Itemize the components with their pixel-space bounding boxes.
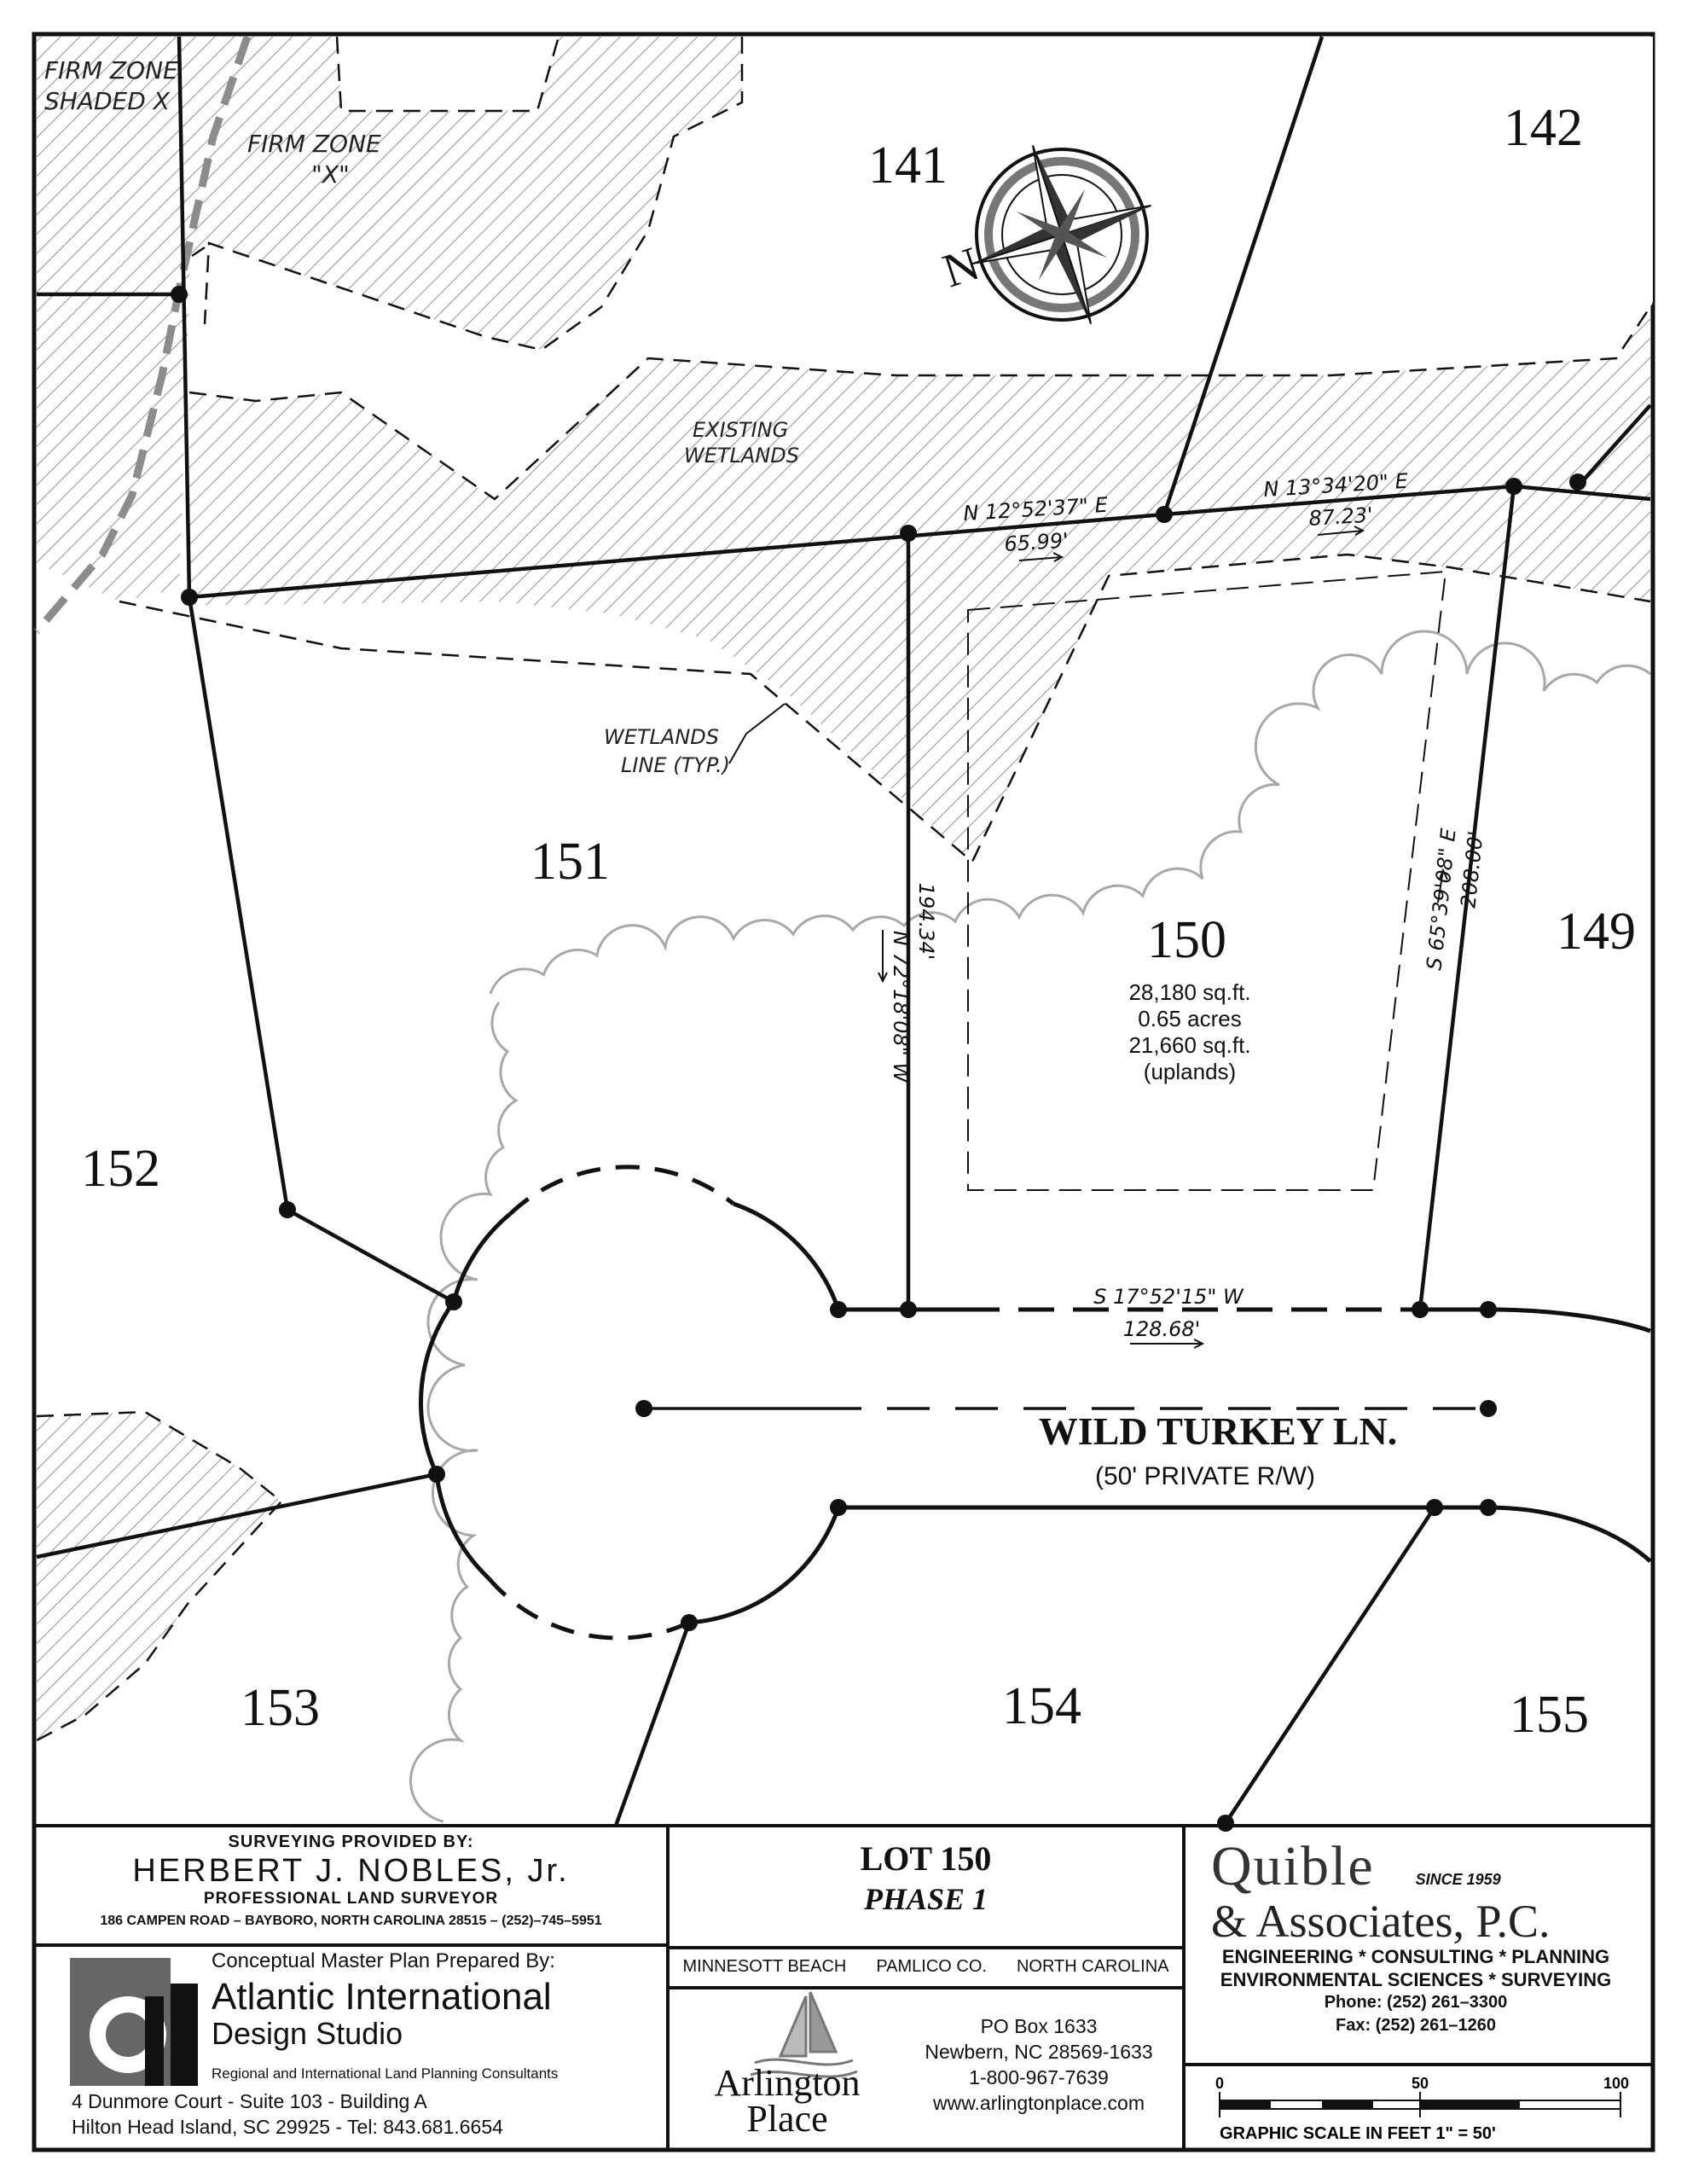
firm-zone-line [33, 35, 252, 634]
lot-155-label: 155 [1510, 1686, 1589, 1744]
existing-wetlands-line1: EXISTING [693, 418, 788, 442]
scale-tick-50: 50 [1412, 2075, 1429, 2092]
surveyor-title: PROFESSIONAL LAND SURVEYOR [203, 1890, 499, 1908]
wetland-boundaries [36, 36, 1655, 1742]
building-envelope [967, 570, 1447, 1191]
lot-149-label: 149 [1557, 903, 1636, 961]
title-block [34, 1824, 1653, 2150]
aids-tagline: Regional and International Land Planning… [212, 2065, 559, 2082]
corner-pins [171, 286, 1586, 1832]
aids-logo [70, 1958, 198, 2086]
wetlands-line-label2: LINE (TYP.) [621, 753, 730, 777]
arlington-sailboat-icon [750, 1991, 858, 2078]
aids-name-line2: Design Studio [212, 2016, 403, 2051]
location-state: NORTH CAROLINA [1016, 1957, 1169, 1976]
phase-title: PHASE 1 [863, 1882, 988, 1916]
scale-tick-0: 0 [1215, 2075, 1224, 2092]
lot150-uplands-label: (uplands) [1144, 1059, 1236, 1084]
surveyor-name: HERBERT J. NOBLES, Jr. [132, 1853, 570, 1889]
lot150-sqft: 28,180 sq.ft. [1128, 979, 1250, 1005]
lot-142-label: 142 [1504, 99, 1583, 157]
lot-title: LOT 150 [860, 1839, 992, 1878]
quible-services-1: ENGINEERING * CONSULTING * PLANNING [1221, 1946, 1610, 1967]
bearing-south: S 17°52'15" W [1093, 1285, 1244, 1309]
lot-152-label: 152 [81, 1140, 160, 1198]
aids-address: 4 Dunmore Court - Suite 103 - Building A [72, 2090, 427, 2112]
aids-header: Conceptual Master Plan Prepared By: [212, 1949, 555, 1972]
location-town: MINNESOTT BEACH [682, 1957, 847, 1976]
road-name: WILD TURKEY LN. [1039, 1409, 1397, 1453]
scale-label: GRAPHIC SCALE IN FEET 1" = 50' [1220, 2124, 1496, 2143]
graphic-scale: 0 50 100 GRAPHIC SCALE IN FEET 1" = 50' [1215, 2075, 1629, 2143]
firm-shaded-line2: SHADED X [44, 87, 171, 115]
scale-tick-100: 100 [1603, 2075, 1629, 2092]
quible-since: SINCE 1959 [1415, 1871, 1501, 1888]
firm-x-line2: "X" [311, 160, 350, 189]
wetlands-leader [728, 703, 786, 764]
aids-name-line1: Atlantic International [212, 1976, 552, 2018]
bearing-west: N 72°18'08" W [889, 931, 913, 1083]
lot-141-label: 141 [868, 136, 948, 195]
surveyor-address: 186 CAMPEN ROAD – BAYBORO, NORTH CAROLIN… [100, 1914, 602, 1928]
location-county: PAMLICO CO. [876, 1957, 987, 1976]
arlington-name-line2: Place [746, 2098, 828, 2140]
quible-services-2: ENVIRONMENTAL SCIENCES * SURVEYING [1220, 1969, 1612, 1990]
lot-153-label: 153 [241, 1679, 320, 1737]
north-arrow-icon: N [936, 145, 1151, 324]
lot150-acres: 0.65 acres [1138, 1006, 1241, 1031]
property-lines [36, 36, 1652, 1827]
firm-x-line1: FIRM ZONE [247, 130, 381, 158]
distance-north-west: 65.99' [1004, 528, 1070, 556]
arlington-po: PO Box 1633 [980, 2015, 1098, 2037]
arlington-name-line1: Arlington [714, 2062, 861, 2104]
arlington-city: Newbern, NC 28569-1633 [925, 2041, 1153, 2063]
lot-154-label: 154 [1002, 1677, 1081, 1735]
aids-city: Hilton Head Island, SC 29925 - Tel: 843.… [72, 2116, 503, 2138]
distance-west: 194.34' [914, 883, 938, 961]
firm-shaded-line1: FIRM ZONE [44, 56, 178, 84]
distance-south: 128.68' [1123, 1317, 1201, 1341]
sheet-border [32, 32, 1655, 2152]
lot-150-label: 150 [1147, 911, 1226, 969]
lot150-uplands-sqft: 21,660 sq.ft. [1128, 1032, 1250, 1058]
quible-associates: & Associates, P.C. [1211, 1896, 1551, 1947]
upland-areas [37, 37, 1653, 1826]
bearing-arrows [878, 526, 1448, 1349]
road-row: (50' PRIVATE R/W) [1095, 1462, 1315, 1490]
quible-name: Quible [1211, 1835, 1375, 1897]
existing-wetlands-line2: WETLANDS [684, 444, 799, 468]
arlington-phone: 1-800-967-7639 [969, 2066, 1109, 2088]
wetlands-line-label1: WETLANDS [604, 725, 719, 749]
wetlands-hatch [37, 37, 1650, 1740]
quible-phone: Phone: (252) 261–3300 [1324, 1993, 1508, 2012]
tree-line [409, 630, 1651, 1823]
distance-north-east: 87.23' [1308, 502, 1374, 531]
surveyor-header: SURVEYING PROVIDED BY: [228, 1833, 474, 1851]
arlington-web: www.arlingtonplace.com [932, 2092, 1145, 2114]
lot-151-label: 151 [530, 833, 610, 891]
quible-fax: Fax: (252) 261–1260 [1336, 2016, 1496, 2035]
